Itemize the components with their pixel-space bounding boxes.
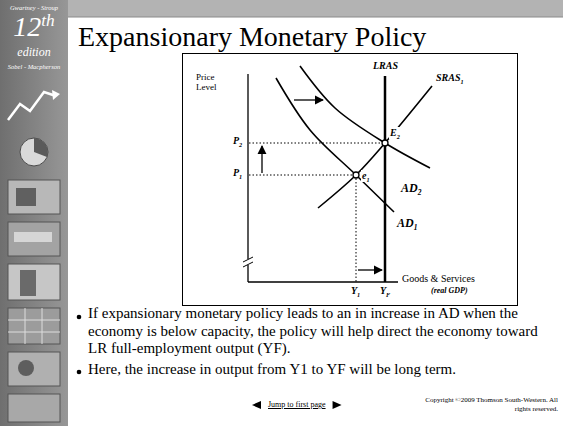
edition-word: edition	[2, 45, 66, 59]
edition-number: 12th	[2, 10, 66, 44]
subscript: 2	[418, 188, 422, 197]
output-arrow	[358, 269, 382, 270]
text-main: 12	[13, 11, 41, 42]
slide-title: Expansionary Monetary Policy	[78, 20, 426, 54]
nav-arrow-left	[252, 401, 261, 409]
trend-icon	[8, 92, 56, 120]
photo-detail	[14, 232, 52, 242]
point-label: E2	[389, 127, 401, 139]
text-main: P	[233, 167, 239, 178]
bullet-text: Here, the increase in output from Y1 to …	[88, 361, 553, 379]
text-main: Y	[380, 285, 386, 296]
price-label: P2	[232, 135, 243, 147]
sidebar	[0, 0, 68, 426]
curve-label: SRAS1	[435, 72, 465, 84]
top-band-edge	[68, 17, 563, 18]
text-main: AD	[397, 216, 414, 230]
guide-lines	[249, 143, 385, 282]
superscript: th	[41, 11, 55, 30]
grid-icon	[8, 308, 60, 344]
subscript: 1	[357, 291, 360, 298]
photo-icon	[8, 264, 60, 300]
lras-line	[384, 76, 387, 282]
photo-icon	[8, 222, 60, 256]
bullet-dot	[77, 315, 82, 320]
top-band	[68, 0, 563, 17]
text-main: e	[362, 170, 366, 181]
ad1-curve	[276, 78, 394, 212]
subscript: 2	[239, 141, 242, 148]
pie-slice	[34, 138, 48, 157]
price-arrow	[261, 146, 262, 173]
trend-arrow	[52, 90, 60, 100]
photo-icon	[8, 352, 60, 386]
axis-unit: (real GDP)	[430, 286, 469, 296]
photo-detail	[18, 360, 34, 376]
subscript: F	[386, 291, 390, 298]
subscript: 1	[414, 223, 418, 232]
shift-arrow	[294, 99, 323, 100]
nav-link: Jump to first page	[268, 400, 326, 410]
author-line: Gwartney - Stroup	[2, 4, 66, 12]
axis-label: Goods & Services	[401, 273, 476, 285]
photo-icon	[8, 180, 60, 214]
sras-curve	[318, 86, 432, 208]
bullet-dot	[77, 370, 82, 375]
copyright-note: Copyright ©2009 Thomson South-Western. A…	[418, 396, 558, 413]
photo-detail	[20, 270, 36, 296]
curve-label: LRAS	[372, 60, 399, 72]
text-main: SRAS	[436, 72, 460, 83]
axis-label: Price Level	[195, 72, 229, 92]
subscript: 2	[397, 133, 400, 140]
text-main: P	[233, 135, 239, 146]
price-label: P1	[232, 167, 243, 179]
curve-label: AD2	[400, 181, 422, 195]
text-main: E	[390, 127, 397, 138]
price-axis	[247, 74, 248, 282]
subscript: 1	[239, 173, 242, 180]
nav-arrow-right	[333, 401, 342, 409]
subscript: 1	[460, 78, 463, 85]
chart-frame	[183, 54, 518, 306]
axis-break	[243, 257, 253, 267]
photo-detail	[16, 188, 36, 206]
output-label: Y1	[350, 285, 361, 297]
pie-icon	[20, 138, 48, 166]
text-main: AD	[401, 181, 418, 195]
bullet-text: If expansionary monetary policy leads to…	[88, 305, 553, 358]
output-axis	[248, 281, 398, 282]
equilibrium-point	[382, 140, 388, 146]
point-label: e1	[361, 170, 371, 182]
output-label: YF	[379, 285, 391, 297]
ad2-curve	[300, 66, 430, 168]
grid-lines	[8, 308, 60, 344]
equilibrium-point	[353, 172, 359, 178]
subscript: 1	[366, 176, 369, 183]
photo-icon	[8, 394, 60, 422]
curve-label: AD1	[396, 216, 418, 230]
text-main: Y	[351, 285, 357, 296]
author-line: Sobel - Macpherson	[2, 63, 66, 71]
